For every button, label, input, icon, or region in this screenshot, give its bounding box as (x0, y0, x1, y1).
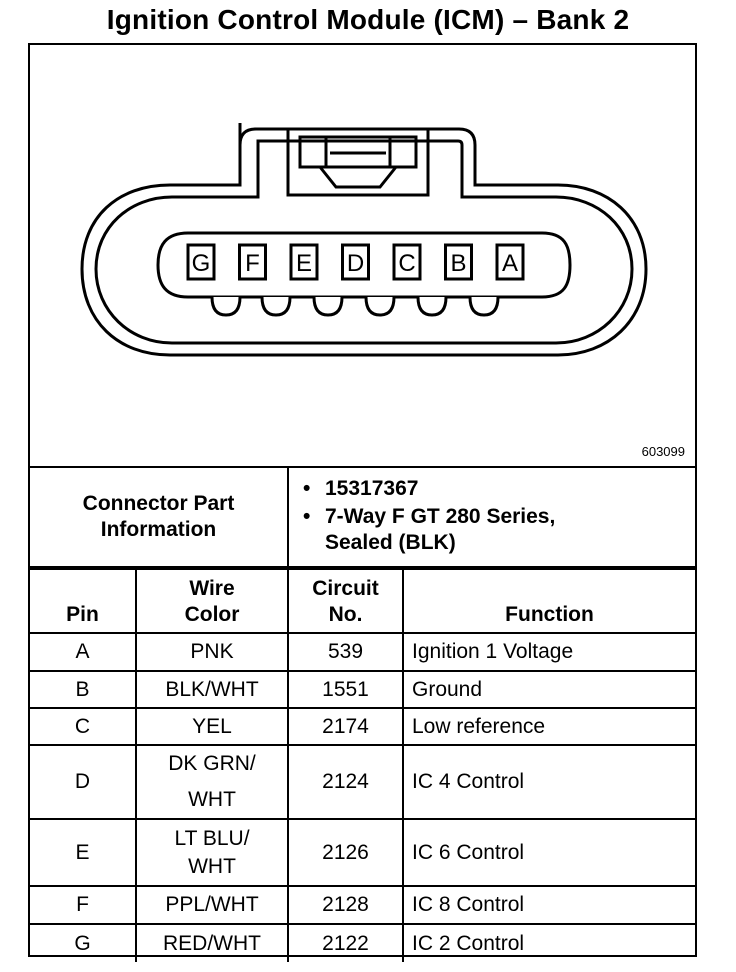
terminal-box (341, 243, 370, 281)
header-wire-line2: Color (184, 603, 240, 626)
connector-part-number: 15317367 (303, 476, 695, 502)
terminal-letter: G (192, 250, 211, 277)
seal-ribs (210, 296, 500, 317)
connector-description-line2: Sealed (BLK) (325, 531, 456, 554)
terminal-box (238, 243, 267, 281)
terminal-g: G (186, 243, 216, 281)
pin-cell: G (30, 923, 137, 962)
wire-color-line1: LT BLU/ (174, 826, 250, 850)
terminal-box (444, 243, 473, 281)
pin-cell: D (30, 744, 137, 820)
wire-color-line1: DK GRN/ (168, 752, 256, 775)
page-title: Ignition Control Module (ICM) – Bank 2 (106, 4, 630, 35)
terminal-a: A (495, 243, 525, 281)
connector-latch (286, 129, 430, 197)
connector-description-line1: 7-Way F GT 280 Series, (325, 505, 556, 528)
wire-color-cell: YEL (135, 707, 289, 746)
terminal-e: E (289, 243, 319, 281)
function-cell: IC 6 Control (402, 818, 695, 887)
terminal-d: D (341, 243, 370, 281)
function-cell: Low reference (402, 707, 695, 746)
connector-housing-outer (80, 123, 648, 357)
header-function: Function (402, 568, 695, 634)
connector-info-label: Connector Part Information (30, 468, 289, 566)
connector-description: 7-Way F GT 280 Series, Sealed (BLK) (303, 504, 695, 556)
circuit-cell: 2128 (287, 885, 404, 925)
wire-color-line1: YEL (192, 714, 232, 738)
circuit-cell: 2122 (287, 923, 404, 962)
table-row: B BLK/WHT 1551 Ground (30, 670, 695, 709)
terminal-letter: A (502, 250, 518, 277)
table-row: F PPL/WHT 2128 IC 8 Control (30, 885, 695, 925)
pin-cell: B (30, 670, 137, 709)
header-circuit-line2: No. (328, 603, 363, 626)
wire-color-line2: WHT (188, 788, 236, 811)
terminal-b: B (444, 243, 473, 281)
terminal-box (289, 243, 319, 281)
circuit-cell: 2124 (287, 744, 404, 820)
wire-color-line1: PNK (190, 640, 234, 663)
pin-cell: E (30, 818, 137, 887)
table-row: C YEL 2174 Low reference (30, 707, 695, 746)
wire-color-cell: RED/WHT (135, 923, 289, 962)
connector-housing-inner (94, 139, 634, 345)
function-cell: Ground (402, 670, 695, 709)
circuit-cell: 1551 (287, 670, 404, 709)
terminal-letter: D (347, 250, 364, 277)
connector-info-list: 15317367 7-Way F GT 280 Series, Sealed (B… (289, 468, 695, 566)
table-row: G RED/WHT 2122 IC 2 Control (30, 923, 695, 962)
figure-id: 603099 (641, 444, 685, 459)
function-cell: Ignition 1 Voltage (402, 632, 695, 672)
pin-cell: F (30, 885, 137, 925)
circuit-cell: 539 (287, 632, 404, 672)
function-cell: IC 8 Control (402, 885, 695, 925)
header-circuit-line1: Circuit (312, 577, 379, 600)
connector-diagram: G F E D C B A 603099 (30, 45, 695, 466)
table-row: A PNK 539 Ignition 1 Voltage (30, 632, 695, 672)
function-cell: IC 2 Control (402, 923, 695, 962)
terminal-letter: F (245, 250, 260, 277)
connector-info-label-line1: Connector Part (82, 492, 235, 515)
header-wire-line1: Wire (189, 577, 235, 600)
terminal-c: C (392, 243, 422, 281)
terminal-box (186, 243, 216, 281)
table-row: E LT BLU/WHT 2126 IC 6 Control (30, 818, 695, 887)
table-row: D DK GRN/WHT 2124 IC 4 Control (30, 744, 695, 820)
wire-color-line1: BLK/WHT (165, 677, 259, 701)
circuit-cell: 2174 (287, 707, 404, 746)
terminal-f: F (238, 243, 267, 281)
pin-cell: A (30, 632, 137, 672)
wire-color-cell: PPL/WHT (135, 885, 289, 925)
wire-color-cell: BLK/WHT (135, 670, 289, 709)
terminal-letter: B (450, 250, 466, 277)
function-cell: IC 4 Control (402, 744, 695, 820)
terminal-box (392, 243, 422, 281)
terminal-box (495, 243, 525, 281)
wire-color-line1: RED/WHT (163, 931, 261, 955)
pin-cell: C (30, 707, 137, 746)
terminal-letter: E (296, 250, 312, 277)
wire-color-cell: LT BLU/WHT (135, 818, 289, 887)
connector-info-row: Connector Part Information 15317367 7-Wa… (30, 466, 695, 568)
circuit-cell: 2126 (287, 818, 404, 887)
wire-color-line2: WHT (188, 854, 236, 878)
wire-color-cell: PNK (135, 632, 289, 672)
wire-color-cell: DK GRN/WHT (135, 744, 289, 820)
terminal-cavity (156, 231, 572, 299)
header-pin: Pin (30, 568, 137, 634)
wire-color-line1: PPL/WHT (165, 893, 259, 916)
terminal-letter: C (398, 250, 415, 277)
connector-info-label-line2: Information (100, 518, 217, 541)
